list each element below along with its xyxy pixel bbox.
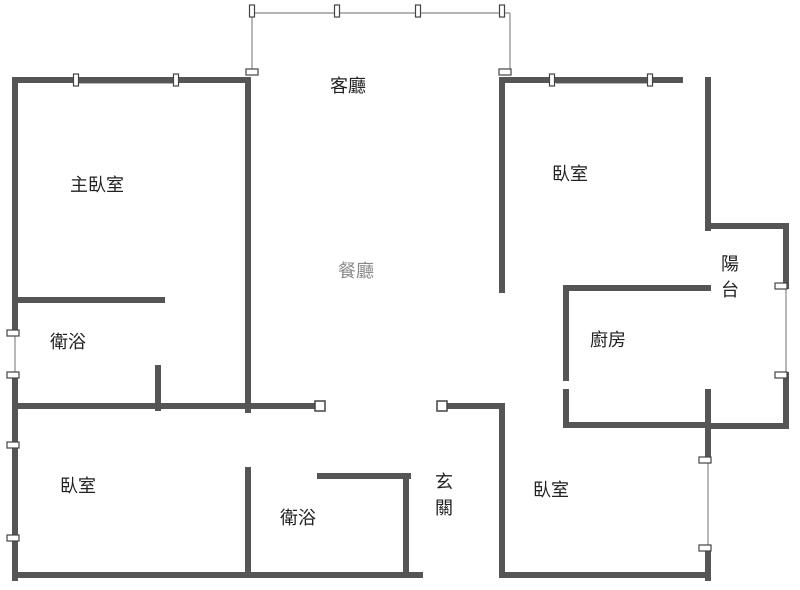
label-bathroom-master: 衛浴	[50, 332, 86, 353]
window-post	[698, 544, 712, 552]
window-post	[498, 4, 506, 18]
window-post	[698, 456, 712, 464]
window-post	[774, 282, 788, 290]
label-bedroom-lower-right: 臥室	[533, 480, 569, 501]
label-living-room: 客廳	[330, 76, 366, 97]
label-bathroom-shared: 衛浴	[280, 508, 316, 529]
window-post	[248, 4, 256, 18]
label-balcony: 陽台	[721, 254, 739, 302]
window-post	[6, 329, 20, 337]
label-entrance: 玄關	[435, 472, 453, 520]
window-post	[6, 441, 20, 449]
window-post	[498, 68, 512, 76]
window-post	[72, 73, 80, 87]
window-post	[414, 4, 422, 18]
window-post	[172, 73, 180, 87]
label-dining-room: 餐廳	[338, 261, 374, 282]
wall-end-post	[314, 400, 326, 412]
window-post	[774, 371, 788, 379]
label-bedroom-lower-left: 臥室	[60, 476, 96, 497]
label-bedroom-upper-right: 臥室	[552, 164, 588, 185]
window-posts-layer	[6, 4, 788, 552]
label-master-bedroom: 主臥室	[70, 175, 124, 196]
label-kitchen: 廚房	[590, 330, 626, 351]
windows-layer	[14, 12, 787, 548]
window-post	[6, 534, 20, 542]
window-post	[245, 68, 259, 76]
window-post	[646, 73, 654, 87]
window-post	[6, 371, 20, 379]
walls-layer	[12, 77, 789, 581]
wall-end-post	[436, 400, 448, 412]
window-post	[548, 73, 556, 87]
window-post	[333, 4, 341, 18]
